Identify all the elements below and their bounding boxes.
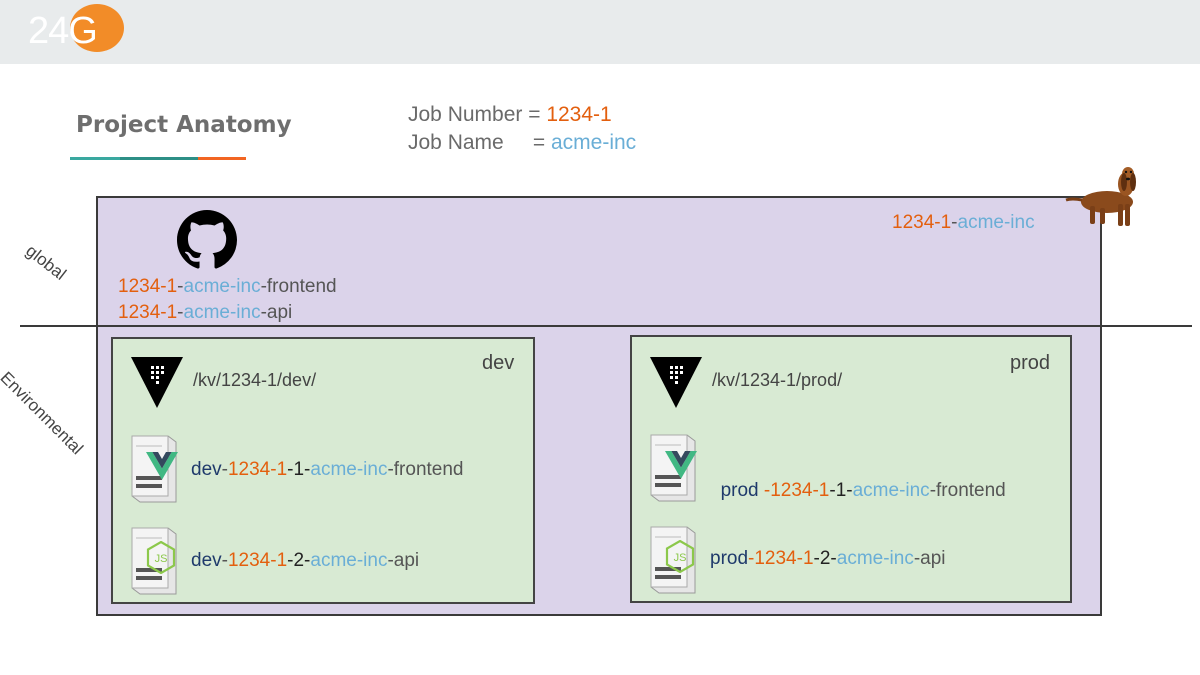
env-name-prod: prod: [1010, 352, 1051, 374]
env-box-dev: [111, 337, 535, 604]
job-number-value: 1234-1: [546, 103, 612, 126]
repo-api: 1234-1-acme-inc-api: [118, 302, 293, 323]
project-name: 1234-1-acme-inc: [892, 212, 1035, 233]
server-dev-api: dev-1234-1-2-acme-inc-api: [191, 550, 420, 571]
scope-divider: [20, 325, 1192, 327]
job-number-line: Job Number = 1234-1: [408, 103, 612, 126]
vault-icon: [131, 357, 183, 408]
server-dev-frontend: dev-1234-1-1-acme-inc-frontend: [191, 459, 464, 480]
global-label: global: [22, 241, 70, 284]
page-title: Project Anatomy: [76, 112, 292, 138]
kv-path-prod: /kv/1234-1/prod/: [712, 370, 843, 390]
vue-icon: [146, 452, 178, 480]
repo-frontend: 1234-1-acme-inc-frontend: [118, 276, 337, 297]
github-icon: [177, 210, 237, 269]
server-prod-api: prod-1234-1-2-acme-inc-api: [710, 548, 946, 569]
job-name-value: acme-inc: [550, 131, 637, 154]
title-underline: [198, 157, 246, 160]
title-underline: [120, 157, 198, 160]
environmental-label: Environmental: [0, 368, 87, 459]
company-logo: 24G: [28, 10, 98, 52]
env-box-prod: [630, 335, 1072, 603]
vue-icon: [665, 451, 697, 479]
vault-icon: [650, 357, 702, 408]
svg-text:JS: JS: [155, 553, 168, 565]
logo-circle: [70, 4, 124, 52]
job-name-line: Job Name = acme-inc: [408, 131, 637, 154]
title-underline: [70, 157, 120, 160]
header-bar: [0, 0, 1200, 64]
server-icon: [650, 434, 696, 502]
nodejs-icon: JS: [146, 541, 176, 574]
dachshund-image: [1065, 167, 1136, 226]
server-prod-frontend: prod -1234-1-1-acme-inc-frontend: [720, 480, 1006, 501]
kv-path-dev: /kv/1234-1/dev/: [193, 370, 317, 390]
nodejs-icon: JS: [665, 540, 695, 573]
env-name-dev: dev: [482, 352, 515, 374]
svg-text:JS: JS: [674, 552, 687, 564]
